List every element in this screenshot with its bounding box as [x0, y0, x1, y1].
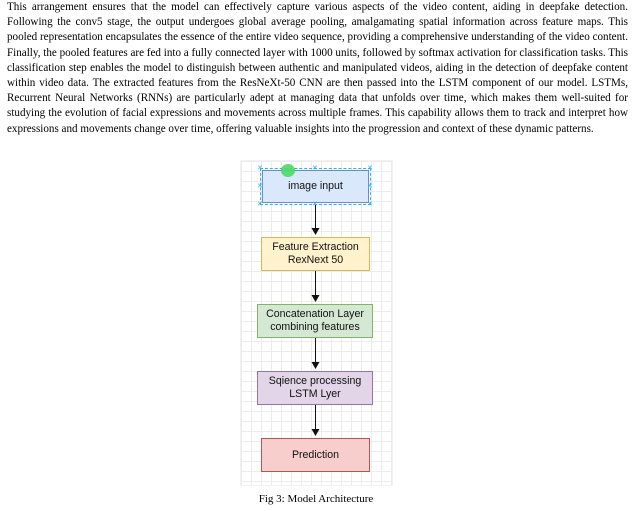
node-feature-extraction[interactable]: Feature Extraction RexNext 50: [261, 237, 370, 271]
node-concatenation-line1: Concatenation Layer: [266, 308, 364, 320]
node-image-input-label: image input: [288, 180, 343, 192]
node-sequence-processing[interactable]: Sqience processing LSTM Lyer: [257, 371, 373, 405]
resize-handle-icon[interactable]: ✕: [257, 200, 263, 208]
node-sequence-line1: Sqience processing: [268, 375, 362, 387]
body-paragraph: This arrangement ensures that the model …: [7, 1, 628, 135]
diagram-canvas: image input ✕ ✕ ✕ ✕ ✕ ✕ ✕ ✕ Feature Extr…: [240, 160, 393, 486]
rotate-handle-icon[interactable]: [281, 164, 295, 177]
resize-handle-icon[interactable]: ✕: [312, 164, 318, 172]
node-sequence-line2: LSTM Lyer: [289, 388, 341, 400]
resize-handle-icon[interactable]: ✕: [367, 164, 373, 172]
resize-handle-icon[interactable]: ✕: [367, 182, 373, 190]
node-prediction-label: Prediction: [291, 448, 340, 461]
figure-caption: Fig 3: Model Architecture: [258, 493, 374, 505]
node-concatenation-layer[interactable]: Concatenation Layer combining features: [257, 304, 373, 338]
resize-handle-icon[interactable]: ✕: [257, 182, 263, 190]
resize-handle-icon[interactable]: ✕: [312, 200, 318, 208]
node-prediction[interactable]: Prediction: [261, 438, 370, 472]
node-image-input[interactable]: image input: [262, 170, 369, 203]
node-feature-extraction-line2: RexNext 50: [287, 254, 344, 266]
node-concatenation-line2: combining features: [270, 321, 360, 333]
node-feature-extraction-line1: Feature Extraction: [272, 241, 359, 253]
resize-handle-icon[interactable]: ✕: [367, 200, 373, 208]
resize-handle-icon[interactable]: ✕: [257, 164, 263, 172]
flow-arrows: [311, 204, 320, 436]
